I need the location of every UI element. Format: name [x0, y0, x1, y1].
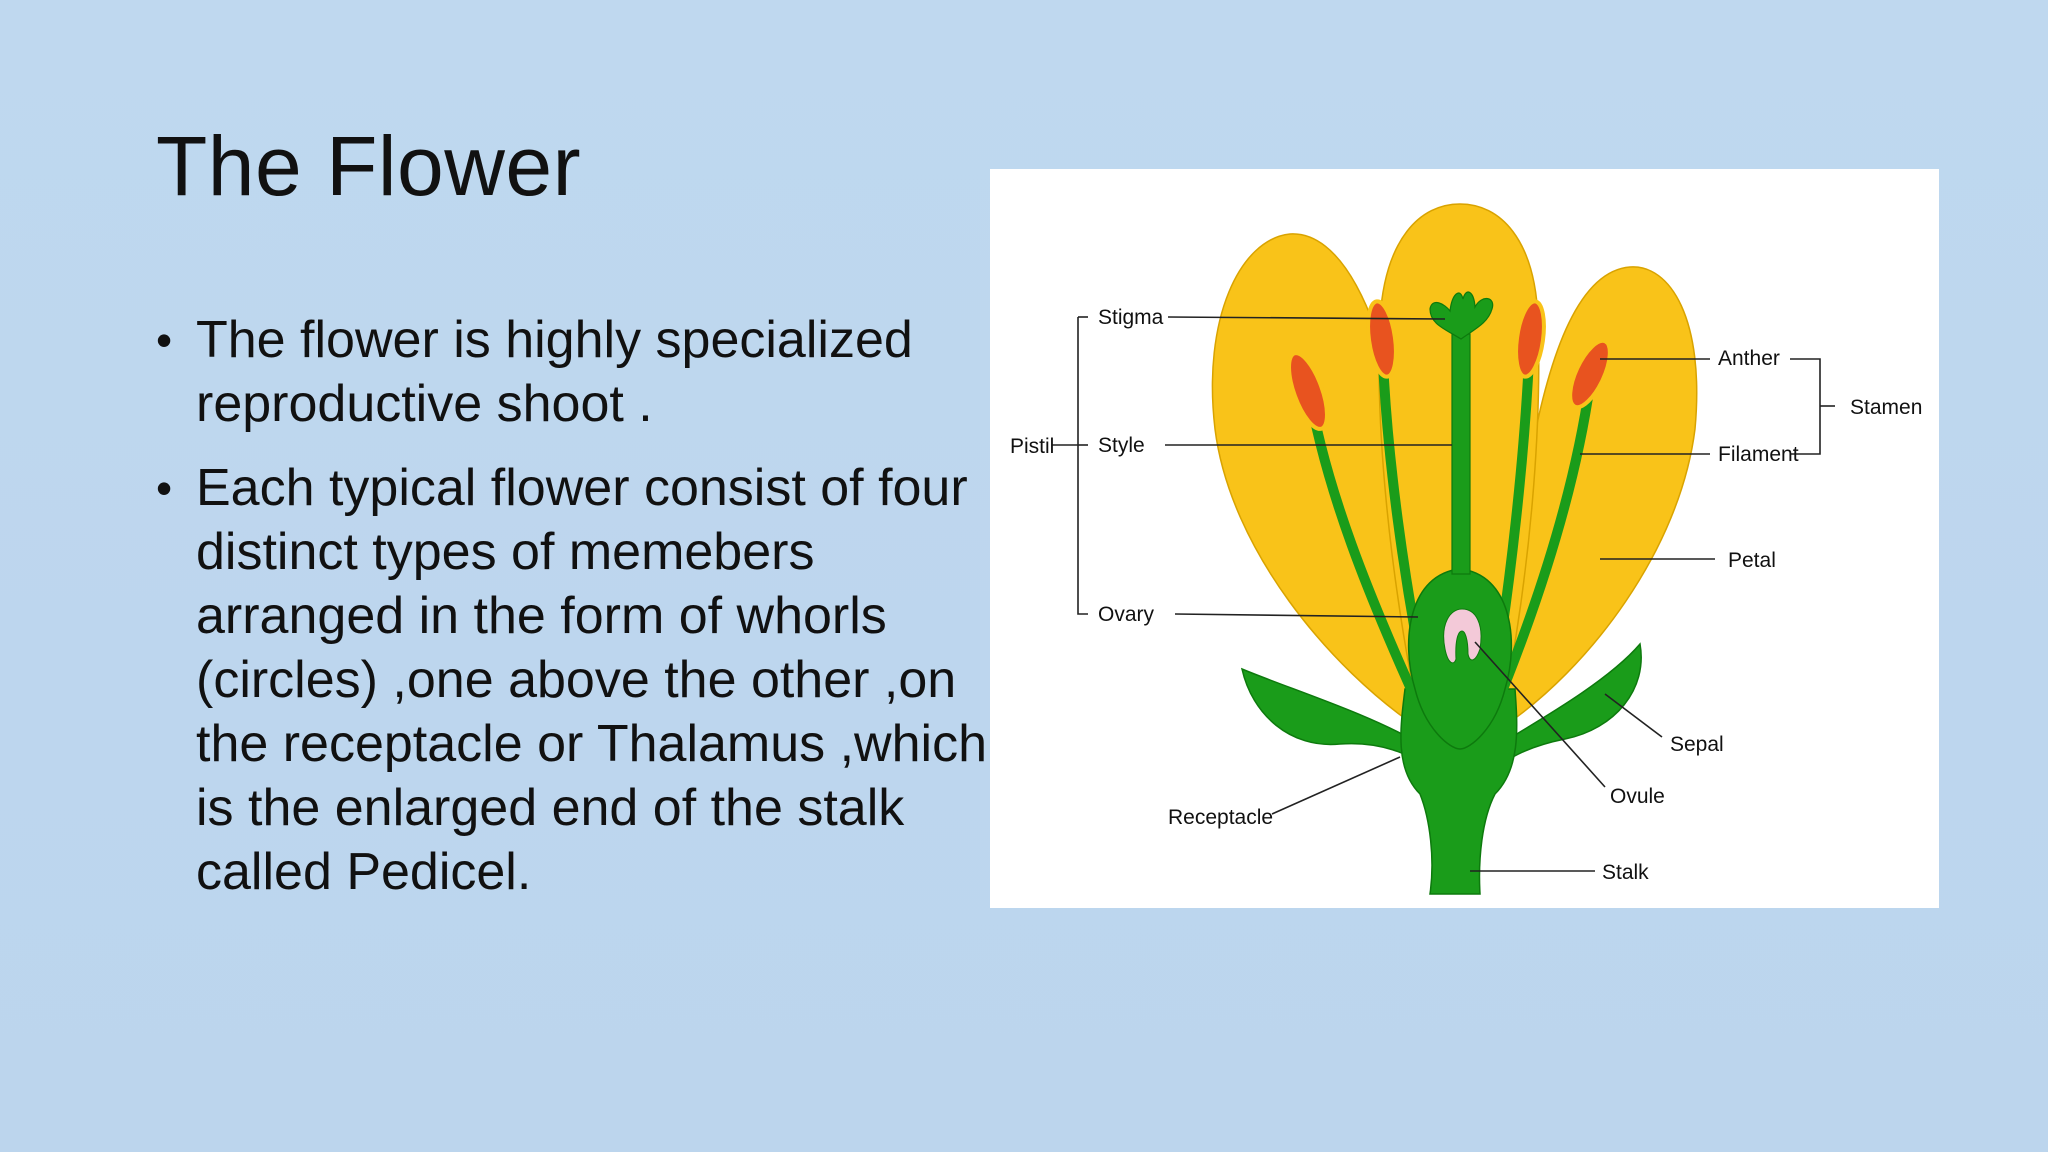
filament-far-right	[1490, 379, 1595, 714]
stigma-leader	[1167, 316, 1446, 320]
flower-diagram-svg: Stigma Pistil Style Ovary Receptacle Ant…	[1010, 203, 1922, 895]
ovary-leader	[1174, 613, 1419, 618]
label-petal: Petal	[1728, 549, 1776, 572]
style	[1451, 333, 1471, 575]
slide-title: The Flower	[156, 119, 582, 213]
pistil-bracket	[1077, 317, 1088, 615]
receptacle-leader	[1271, 756, 1401, 815]
stigma	[1429, 291, 1494, 340]
receptacle	[1400, 688, 1518, 895]
anther-right	[1514, 299, 1546, 379]
anther-far-left	[1287, 351, 1329, 431]
label-pistil: Pistil	[1010, 435, 1054, 458]
label-ovule: Ovule	[1610, 785, 1665, 808]
ovule-leader	[1474, 641, 1606, 788]
label-ovary: Ovary	[1098, 603, 1155, 626]
flower-diagram: Stigma Pistil Style Ovary Receptacle Ant…	[990, 169, 1939, 908]
label-stamen: Stamen	[1850, 396, 1922, 419]
bullet-list: • The flower is highly specialized repro…	[156, 308, 996, 924]
bullet-text: Each typical flower consist of four dist…	[196, 459, 987, 901]
sepal-right	[1493, 642, 1642, 771]
bullet-item: • The flower is highly specialized repro…	[156, 308, 996, 436]
bullet-item: • Each typical flower consist of four di…	[156, 456, 996, 904]
label-stalk: Stalk	[1602, 861, 1649, 884]
bullet-dot-icon: •	[156, 314, 173, 366]
label-stigma: Stigma	[1098, 306, 1164, 329]
bullet-dot-icon: •	[156, 462, 173, 514]
label-receptacle: Receptacle	[1168, 806, 1273, 829]
anther-far-right	[1568, 338, 1612, 410]
stamen-bracket	[1790, 358, 1821, 455]
label-anther: Anther	[1718, 347, 1780, 370]
ovule-cavity	[1443, 608, 1482, 664]
label-style: Style	[1098, 434, 1145, 457]
label-sepal: Sepal	[1670, 733, 1724, 756]
sepal-leader	[1604, 693, 1663, 738]
sepal-left	[1240, 667, 1432, 772]
anther-left	[1366, 299, 1398, 379]
label-filament: Filament	[1718, 443, 1799, 466]
ovary	[1407, 568, 1513, 750]
bullet-text: The flower is highly specialized reprodu…	[196, 311, 913, 433]
